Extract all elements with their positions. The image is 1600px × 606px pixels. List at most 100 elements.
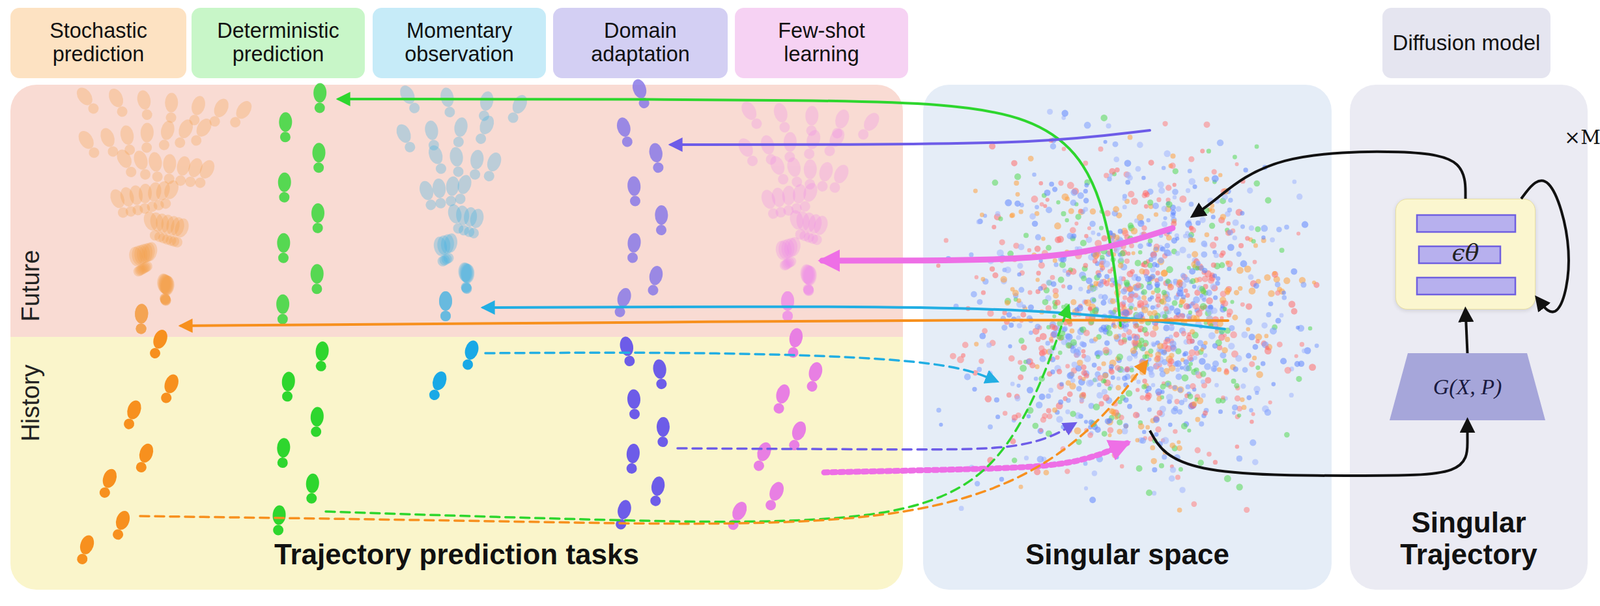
- footprint: [110, 508, 133, 542]
- footprint: [106, 85, 131, 119]
- latent-dot: [1200, 379, 1206, 384]
- footprint: [652, 358, 669, 390]
- footprint-heel: [159, 390, 174, 405]
- footprint-heel: [440, 310, 451, 322]
- footprint-sole: [468, 207, 486, 230]
- latent-dot: [1140, 394, 1146, 400]
- latent-dot: [1164, 295, 1171, 302]
- latent-dot: [1176, 440, 1181, 445]
- latent-dot: [986, 370, 993, 377]
- latent-dot: [1136, 465, 1143, 472]
- latent-dot: [1046, 407, 1052, 414]
- latent-dot: [1252, 355, 1257, 361]
- footprint-sole: [729, 499, 750, 524]
- footprint: [626, 388, 642, 420]
- footprint-heel: [135, 323, 146, 334]
- footprint-heel: [135, 323, 146, 334]
- latent-dot: [1100, 299, 1107, 306]
- footprint: [134, 303, 148, 335]
- latent-dot: [1294, 353, 1299, 358]
- footprint-sole: [439, 291, 453, 311]
- latent-dot: [1290, 268, 1298, 275]
- latent-dot: [1059, 334, 1065, 341]
- latent-dot: [1119, 250, 1126, 257]
- task-tag: Deterministic prediction: [191, 7, 365, 79]
- latent-dot: [1083, 329, 1090, 337]
- latent-dot: [1039, 393, 1046, 400]
- latent-dot: [1161, 165, 1167, 171]
- footprint-heel: [193, 175, 208, 191]
- latent-dot: [1130, 197, 1139, 205]
- footprint-sole: [393, 121, 414, 146]
- footprint-sole: [311, 203, 325, 223]
- latent-dot: [1015, 192, 1021, 197]
- latent-dot: [1232, 154, 1238, 159]
- latent-dot: [1065, 218, 1070, 223]
- latent-dot: [1098, 350, 1104, 356]
- latent-dot: [1153, 212, 1159, 217]
- footprint-sole: [626, 175, 642, 197]
- latent-dot: [1056, 200, 1060, 204]
- latent-dot: [1035, 401, 1043, 409]
- latent-dot: [1067, 284, 1073, 290]
- footprint-sole: [626, 232, 642, 254]
- footprint-sole: [278, 171, 292, 192]
- latent-dot: [1168, 385, 1172, 389]
- footprint-heel: [467, 226, 481, 240]
- latent-dot: [1117, 399, 1122, 404]
- latent-dot: [1113, 156, 1120, 163]
- latent-dot: [1235, 444, 1240, 449]
- latent-dot: [1155, 283, 1160, 288]
- latent-dot: [1064, 332, 1072, 340]
- latent-dot: [1069, 227, 1077, 234]
- latent-dot: [1084, 485, 1088, 490]
- latent-dot: [1254, 226, 1261, 232]
- latent-dot: [1248, 360, 1255, 367]
- latent-dot: [1209, 241, 1217, 249]
- footprint-heel: [782, 310, 793, 322]
- latent-dot: [1112, 324, 1118, 329]
- latent-dot: [1216, 366, 1222, 372]
- footprint-sole: [656, 416, 671, 438]
- latent-dot: [1106, 417, 1113, 423]
- box-label: Few-shot learning: [740, 19, 903, 66]
- footprint: [735, 135, 761, 169]
- footprint: [439, 291, 453, 322]
- latent-dot: [1157, 257, 1164, 264]
- latent-dot: [1071, 361, 1078, 368]
- latent-dot: [1098, 146, 1104, 152]
- latent-dot: [1091, 307, 1099, 315]
- latent-dot: [1188, 349, 1197, 357]
- latent-dot: [1050, 281, 1057, 288]
- latent-dot: [978, 358, 984, 364]
- latent-dot: [974, 480, 980, 486]
- footprint-heel: [123, 143, 137, 157]
- latent-dot: [1107, 433, 1112, 438]
- latent-dot: [1249, 419, 1254, 424]
- latent-dot: [1026, 386, 1034, 393]
- latent-dot: [1170, 466, 1177, 473]
- footprint-sole: [431, 177, 447, 199]
- footprint-heel: [626, 252, 639, 264]
- latent-dot: [1264, 333, 1270, 339]
- footprint: [97, 125, 121, 159]
- latent-dot: [1240, 224, 1245, 229]
- latent-dot: [1296, 193, 1303, 200]
- latent-dot: [1186, 265, 1191, 270]
- latent-dot: [1203, 121, 1211, 128]
- footprint: [645, 264, 665, 297]
- latent-dot: [1069, 328, 1075, 334]
- footprint: [459, 338, 481, 372]
- latent-dot: [1126, 355, 1133, 361]
- task-tag: Momentary observation: [372, 7, 546, 79]
- footprint: [467, 149, 485, 181]
- latent-dot: [1255, 365, 1260, 371]
- latent-dot: [1170, 153, 1176, 159]
- latent-dot: [1135, 276, 1142, 283]
- denoiser-box: ϵθ: [1395, 198, 1536, 310]
- latent-dot: [1121, 338, 1128, 344]
- latent-dot: [1268, 400, 1273, 404]
- latent-dot: [1038, 261, 1045, 269]
- footprint-heel: [443, 106, 457, 119]
- latent-dot: [1196, 276, 1202, 283]
